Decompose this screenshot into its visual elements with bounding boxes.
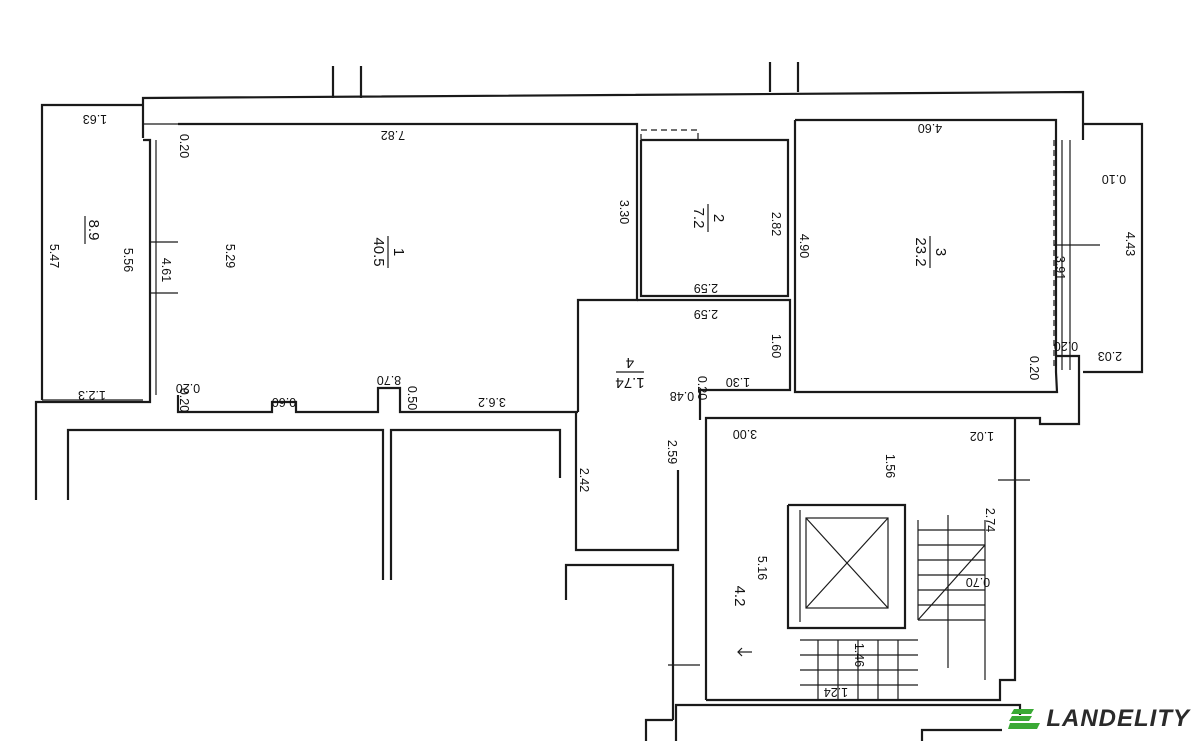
- stair-treads: [800, 515, 986, 700]
- dim-label: 3.91: [1053, 256, 1067, 280]
- room-4-label: 1.74 4: [615, 354, 644, 391]
- dim-label: 0.70: [966, 575, 990, 589]
- dim-label: 0.50: [405, 386, 419, 410]
- brand-logo-icon: [1008, 709, 1041, 729]
- svg-text:2: 2: [710, 214, 727, 222]
- dim-label: 1.60: [769, 334, 783, 358]
- dim-label: 5.56: [121, 248, 135, 272]
- dim-label: 8.70: [377, 373, 401, 387]
- dim-label: 2.03: [1098, 349, 1122, 363]
- svg-text:3: 3: [932, 248, 949, 256]
- dim-label: 0.20: [177, 134, 191, 158]
- svg-text:40.5: 40.5: [370, 237, 387, 266]
- dim-label: 0.20: [176, 381, 200, 395]
- dim-label: 1.2.3: [78, 388, 106, 402]
- room-2-label: 2 7.2: [690, 204, 727, 232]
- dim-label: 1.24: [824, 685, 848, 699]
- svg-text:8.9: 8.9: [85, 220, 102, 241]
- dim-label: 7.82: [381, 128, 405, 142]
- dim-label: 4.90: [797, 234, 811, 258]
- dim-label: 1.02: [970, 429, 994, 443]
- dim-label: 4.43: [1123, 232, 1137, 256]
- dim-label: 3.00: [733, 427, 757, 441]
- dim-label: 1.46: [852, 643, 866, 667]
- dim-label: 0.20: [1027, 356, 1041, 380]
- dim-label: 2.82: [769, 212, 783, 236]
- svg-text:7.2: 7.2: [690, 208, 707, 229]
- building-walls: [34, 62, 1144, 741]
- dim-label: 5.47: [47, 244, 61, 268]
- dim-label: 0.20: [177, 388, 191, 412]
- dim-label: 0.10: [1102, 172, 1126, 186]
- room-1-label: 1 40.5: [370, 236, 407, 268]
- svg-text:23.2: 23.2: [912, 237, 929, 266]
- annex-room-label: 8.9: [84, 216, 102, 244]
- dim-label: 4.61: [159, 258, 173, 282]
- dim-label: 2.59: [694, 281, 718, 295]
- brand-logo: LANDELITY: [1008, 705, 1190, 733]
- dim-label: 0.60: [272, 395, 296, 409]
- dim-label: 3.6.2: [478, 395, 506, 409]
- stair-area-label: 4.2: [731, 586, 748, 607]
- dim-label: 2.74: [983, 508, 997, 532]
- dim-label: 2.59: [694, 307, 718, 321]
- svg-text:1.74: 1.74: [615, 374, 644, 391]
- dim-label: 3.30: [617, 200, 631, 224]
- room-3-label: 3 23.2: [912, 236, 949, 268]
- brand-name: LANDELITY: [1046, 705, 1190, 732]
- dim-label: 0.48: [670, 389, 694, 403]
- dimension-labels: 1.63 5.47 5.56 4.61 5.29 7.82 3.30 0.20 …: [47, 112, 1137, 699]
- dim-label: 4.60: [918, 121, 942, 135]
- dim-label: 1.56: [883, 454, 897, 478]
- dim-label: 1.63: [83, 112, 107, 126]
- entrance-arrow-icon: [737, 647, 752, 657]
- dim-label: 1.30: [726, 375, 750, 389]
- svg-text:1: 1: [390, 248, 407, 256]
- dim-label: 0.20: [1054, 339, 1078, 353]
- dim-label: 2.42: [577, 468, 591, 492]
- svg-text:4: 4: [626, 354, 634, 371]
- dim-label: 0.20: [695, 376, 709, 400]
- dim-label: 5.16: [755, 556, 769, 580]
- dim-label: 2.59: [665, 440, 679, 464]
- dim-label: 5.29: [223, 244, 237, 268]
